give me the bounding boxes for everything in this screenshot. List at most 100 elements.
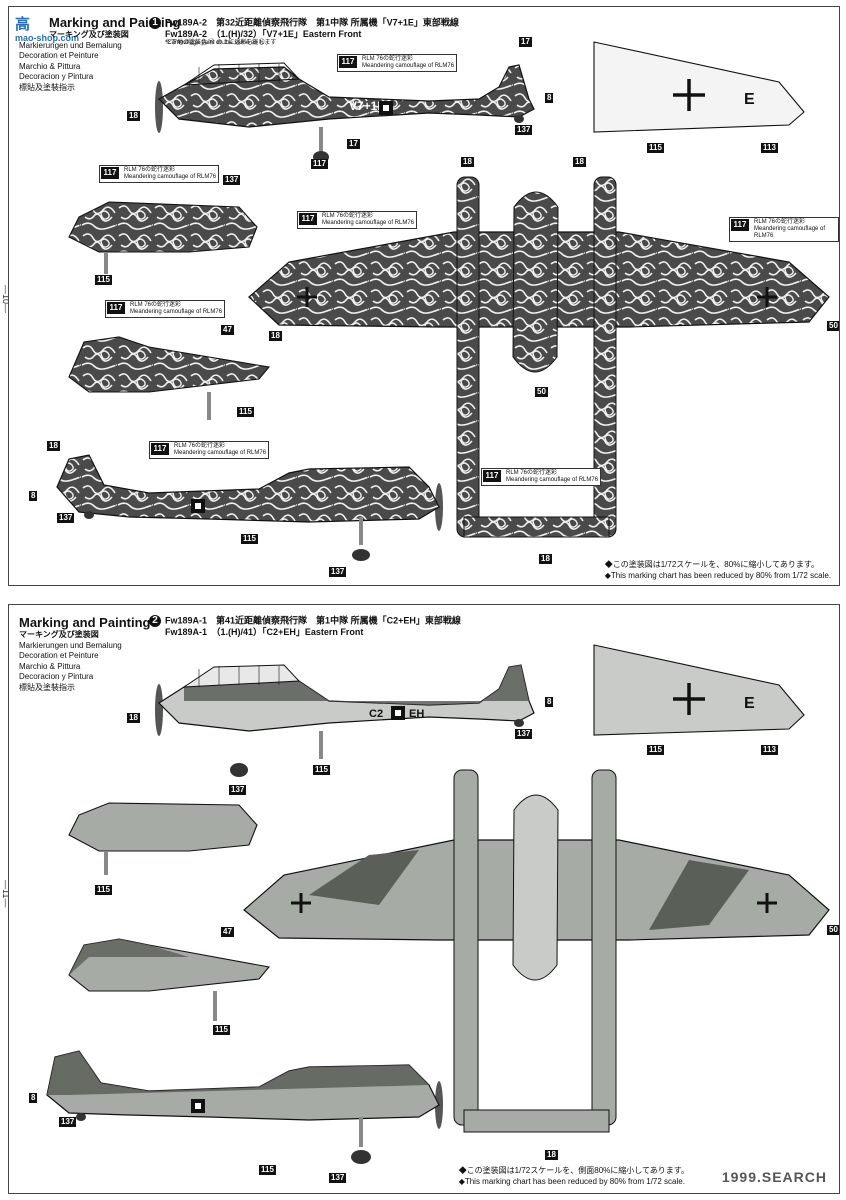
watermark: 1999.SEARCH [721,1169,827,1185]
scheme-desc-en: （1.(H)/41）「C2+EH」Eastern Front [216,627,364,637]
svg-text:C2: C2 [369,708,383,720]
camo-note-en: *Camouflage paint on the same as ⑯ [165,40,265,46]
scale-note-1: ◆この塗装図は1/72スケールを、80%に縮小してあります。 ◆This mar… [604,560,831,580]
scheme-desc-jp: 第41近距離偵察飛行隊 第1中隊 所属機「C2+EH」東部戦線 [216,615,461,626]
title-line-de: Markierungen und Bemalung [19,640,122,650]
part-label: 115 [213,1025,230,1035]
part-label: 137 [229,785,247,795]
title-line-fr: Decoration et Peinture [19,651,99,660]
part-label: 137 [329,567,347,577]
part-label: 115 [313,765,330,775]
nacelle-views-upper [68,201,271,420]
svg-text:E: E [744,91,755,108]
title-line-jp: マーキング及び塗装図 [49,30,129,39]
scale-note-2: ◆この塗装図は1/72スケールを、側面80%に縮小してあります。 ◆This m… [458,1166,689,1186]
title-line-jp: マーキング及び塗装図 [19,630,99,639]
site-logo: 高 [15,16,31,33]
title-line-zh: 標貼及塗裝指示 [19,82,75,92]
part-label: 137 [57,513,75,523]
scheme-2-panel: Marking and Painting マーキング及び塗装図 Markieru… [8,604,840,1194]
part-label: 113 [761,745,778,755]
page-number-upper: —10— [1,285,11,314]
part-label: 115 [241,534,258,544]
part-label: 18 [127,111,140,121]
side-view-upper: V7+1E [155,62,535,163]
scheme-desc-en: （1.(H)/32）「V7+1E」Eastern Front [216,29,362,39]
part-label: 18 [269,331,282,341]
scheme-1-drawings: V7+1E [56,41,830,561]
scheme-model: Fw189A-2 [165,17,208,28]
scheme-model-2: Fw189A-2 [165,29,208,39]
part-label: 17 [347,139,360,149]
side-view-lower [56,454,443,561]
side-view-upper-2: C2 EH [155,664,535,777]
part-label: 18 [573,157,586,167]
nacelle-views-lower [68,802,271,1021]
svg-text:EH: EH [409,708,424,720]
part-label: 18 [127,713,140,723]
scheme-2-drawings: C2 EH [46,644,830,1164]
part-label: 115 [95,885,112,895]
title-line-de: Markierungen und Bemalung [19,40,122,50]
part-label: 47 [221,325,234,335]
title: Marking and Painting [19,615,151,630]
part-label: 50 [827,321,839,331]
planform-view-upper [248,176,830,538]
part-label: 137 [515,729,533,739]
wing-underside-lower: E [593,644,805,736]
part-label: 115 [259,1165,276,1175]
part-label: 18 [461,157,474,167]
part-label: 137 [329,1173,347,1183]
camo-note-jp: ※下地の塗装色 ⑯ の上に迷彩を施します [165,40,277,46]
part-label: 115 [647,143,664,153]
title-line-es: Decoracion y Pintura [19,72,94,81]
scheme-number-badge: 1 [149,17,161,29]
site-logo-text: mao-shop.com [15,33,80,43]
planform-view-lower [243,769,830,1133]
part-label: 8 [29,491,38,501]
title-line-it: Marchio & Pittura [19,661,81,671]
part-label: 137 [223,175,241,185]
part-label: 8 [29,1093,38,1103]
title-line-zh: 標貼及塗裝指示 [19,682,75,692]
part-label: 115 [237,407,254,417]
title-line-fr: Decoration et Peinture [19,51,99,60]
scheme-1-panel: 高 mao-shop.com Marking and Painting マーキン… [8,6,840,586]
title: Marking and Painting [49,15,181,30]
wing-underside-upper: E [593,41,805,133]
svg-text:E: E [744,695,755,712]
part-label: 113 [761,143,778,153]
scheme-desc-jp: 第32近距離偵察飛行隊 第1中隊 所属機「V7+1E」東部戦線 [216,17,459,28]
title-line-it: Marchio & Pittura [19,61,81,71]
part-label: 18 [47,441,60,451]
scheme-number-badge: 2 [149,615,161,627]
title-block-2: Marking and Painting マーキング及び塗装図 Markieru… [19,615,150,693]
title-block-1: Marking and Painting マーキング及び塗装図 Markieru… [19,15,180,93]
side-view-lower-2 [46,1050,443,1164]
part-label: 17 [519,37,532,47]
part-label: 50 [827,925,839,935]
title-line-es: Decoracion y Pintura [19,672,94,681]
part-label: 8 [545,697,554,707]
part-label: 50 [535,387,548,397]
scheme-model: Fw189A-1 [165,615,208,626]
fuselage-code: V7+1E [349,99,385,113]
page-number-lower: —11— [1,880,11,908]
scheme-model-2: Fw189A-1 [165,627,208,637]
part-label: 137 [59,1117,77,1127]
part-label: 18 [545,1150,558,1160]
part-label: 117 [311,159,328,169]
part-label: 18 [539,554,552,564]
part-label: 47 [221,927,234,937]
part-label: 8 [545,93,554,103]
part-label: 115 [647,745,664,755]
